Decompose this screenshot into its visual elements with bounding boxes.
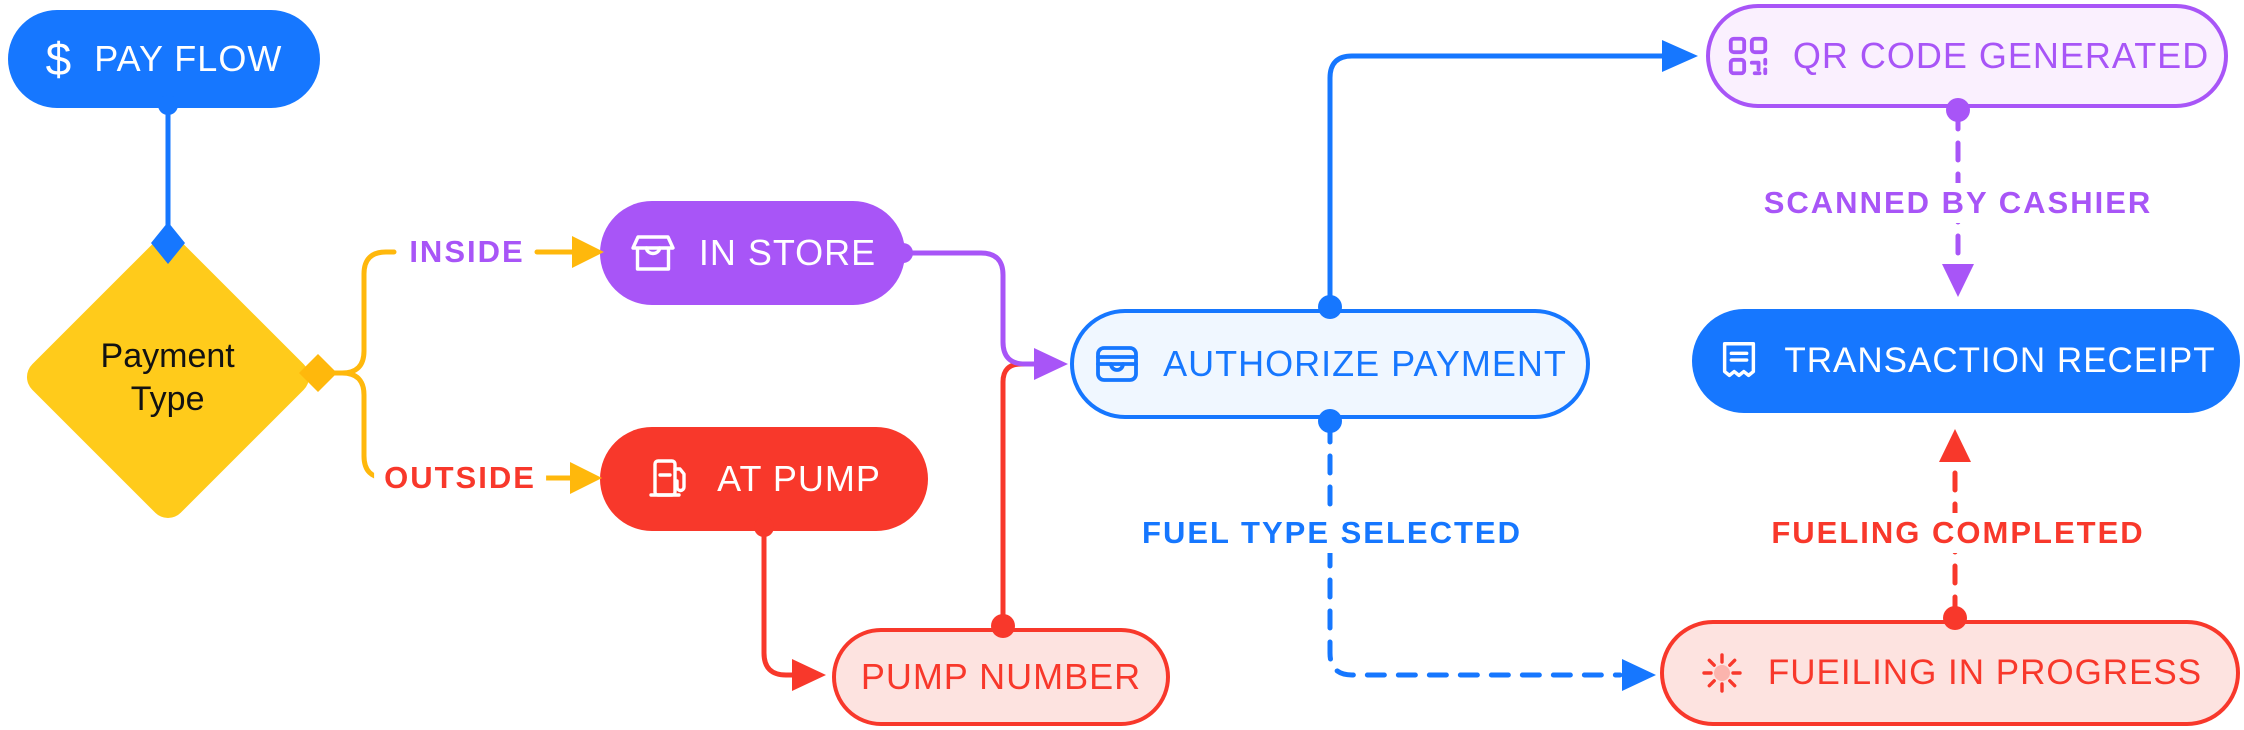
dollar-icon: $ [45,33,73,85]
node-at-pump: AT PUMP [600,427,928,531]
node-qr-code-generated: QR CODE GENERATED [1706,4,2228,108]
edge-label-fuel-type-selected: FUEL TYPE SELECTED [1132,513,1532,553]
node-pump-number-label: PUMP NUMBER [860,656,1142,697]
wallet-icon [1093,340,1141,388]
fuel-pump-icon [647,455,695,503]
spinner-icon [1698,649,1746,697]
node-in-store-label: IN STORE [698,232,877,273]
node-authorize-payment-label: AUTHORIZE PAYMENT [1163,343,1567,384]
edge-pumpnumber-to-authorize [991,361,1035,638]
node-qr-code-generated-label: QR CODE GENERATED [1792,35,2210,76]
node-payment-type-label: Payment Type [100,336,236,418]
edge-label-fueling-completed: FUELING COMPLETED [1761,513,2155,553]
edge-instore-to-authorize [893,243,1068,380]
edge-authorize-to-qrcode [1318,40,1698,319]
node-fueling-in-progress: FUEILING IN PROGRESS [1660,620,2240,726]
node-authorize-payment: AUTHORIZE PAYMENT [1070,309,1590,419]
edge-atpump-to-pumpnumber [754,517,826,691]
node-pay-flow-label: PAY FLOW [94,38,283,79]
node-in-store: IN STORE [600,201,905,305]
edge-paymenttype-branch [299,236,604,494]
edge-label-inside: INSIDE [399,232,535,272]
edge-label-scanned-by-cashier: SCANNED BY CASHIER [1753,183,2163,223]
node-at-pump-label: AT PUMP [717,458,881,499]
receipt-icon [1716,338,1762,384]
qr-code-icon [1725,33,1771,79]
storefront-icon [629,229,677,277]
edge-label-outside: OUTSIDE [374,458,546,498]
node-payment-type: Payment Type [19,228,317,526]
node-pay-flow: $ PAY FLOW [8,10,320,108]
node-fueling-in-progress-label: FUEILING IN PROGRESS [1767,653,2203,692]
node-transaction-receipt: TRANSACTION RECEIPT [1692,309,2240,413]
node-transaction-receipt-label: TRANSACTION RECEIPT [1784,341,2216,380]
node-pump-number: PUMP NUMBER [832,628,1170,726]
